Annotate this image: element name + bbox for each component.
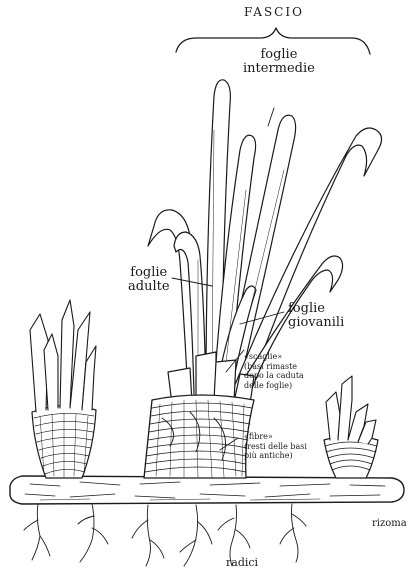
leader-intermedie xyxy=(268,108,274,126)
central-fibre-base xyxy=(144,395,254,478)
label-fibre: «fibre» (resti delle basi più antiche) xyxy=(244,432,307,461)
rhizome xyxy=(10,476,404,504)
roots xyxy=(24,504,306,566)
label-line: «scaglie» xyxy=(244,352,304,362)
label-rizoma: rizoma xyxy=(372,518,407,530)
label-line: giovanili xyxy=(288,316,344,330)
label-line: (resti delle basi xyxy=(244,442,307,452)
label-line: intermedie xyxy=(243,62,315,76)
label-scaglie: «scaglie» (basi rimaste dopo la caduta d… xyxy=(244,352,304,390)
label-line: delle foglie) xyxy=(244,381,304,391)
label-line: foglie xyxy=(128,266,170,280)
label-foglie-intermedie: foglie intermedie xyxy=(243,48,315,75)
label-line: adulte xyxy=(128,280,170,294)
label-radici: radici xyxy=(226,556,258,569)
label-line: (basi rimaste xyxy=(244,362,304,372)
title-fascio: FASCIO xyxy=(244,6,304,19)
label-line: più antiche) xyxy=(244,451,307,461)
label-line: foglie xyxy=(288,302,344,316)
label-foglie-giovanili: foglie giovanili xyxy=(288,302,344,329)
label-line: dopo la caduta xyxy=(244,371,304,381)
label-foglie-adulte: foglie adulte xyxy=(128,266,170,293)
label-line: foglie xyxy=(243,48,315,62)
left-tuft xyxy=(30,300,96,478)
right-tuft xyxy=(324,376,378,478)
label-line: «fibre» xyxy=(244,432,307,442)
